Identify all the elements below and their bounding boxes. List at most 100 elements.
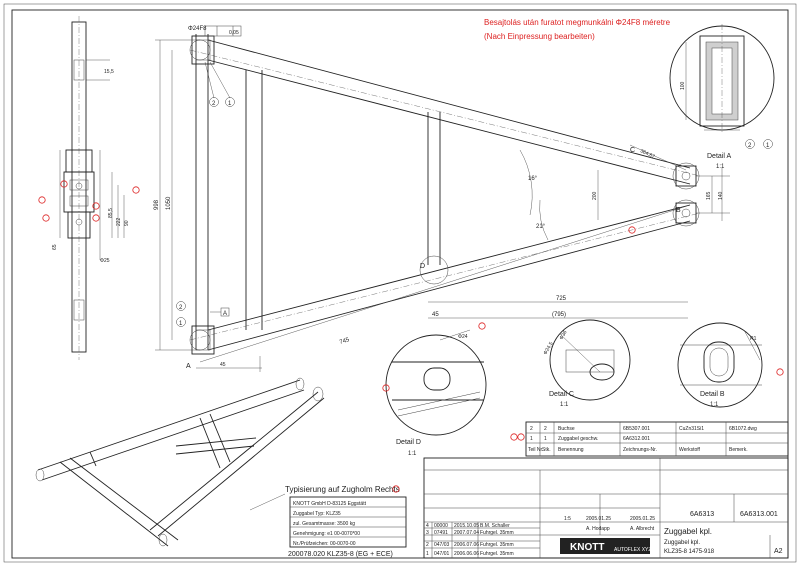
red-note-line2: (Nach Einpressung bearbeiten) <box>484 32 595 41</box>
company-logo-sub: AUTOFLEX XYZ <box>614 547 651 553</box>
view-marker-a: A <box>186 363 191 370</box>
tb-title: Zuggabel kpl. <box>664 527 712 536</box>
title-block: 4 00000 2015.10.05 B.M. Schaller 3 07491… <box>423 457 789 559</box>
detail-a-balloon-2: 2 <box>748 143 752 149</box>
svg-text:Φ24,5: Φ24,5 <box>543 341 555 356</box>
stamp-code: 200078.020 KLZ35-8 (EG + ECE) <box>288 551 393 558</box>
svg-text:65: 65 <box>52 244 58 250</box>
svg-text:85,5: 85,5 <box>108 208 114 218</box>
detail-b-scale: 1:1 <box>710 402 719 408</box>
pl-h-c4: Zeichnungs-Nr. <box>623 447 657 453</box>
tb-format: A2 <box>774 548 783 555</box>
detail-d-scale: 1:1 <box>408 451 417 457</box>
pl-r2-c1: 1 <box>530 436 533 442</box>
svg-text:15,5: 15,5 <box>104 69 114 75</box>
rev-1-c: 2006.06.06 <box>454 551 479 557</box>
rev-4-d: B.M. Schaller <box>480 523 510 529</box>
detail-c-view: Φ24,5 Φ36 Detail C 1:1 <box>543 319 631 408</box>
rev-2-c: 2006.07.06 <box>454 542 479 548</box>
tol-value: 0,05 <box>229 30 239 36</box>
tb-drawing-no-full: 6A6313.001 <box>740 511 778 518</box>
pl-r1-c2: 2 <box>544 426 547 432</box>
plate-line-2: Zuggabel Typ: KLZ35 <box>293 511 341 517</box>
svg-text:Φ25: Φ25 <box>100 258 110 264</box>
rev-4-b: 00000 <box>434 523 448 529</box>
tb-drawing-no: 6A6313 <box>690 511 714 518</box>
rev-2-d: Fuhrgel. 35mm <box>480 542 514 548</box>
tb-date1: 2005.01.25 <box>586 516 611 522</box>
detail-d-label: Detail D <box>396 439 421 446</box>
tb-name2: A. Albrecht <box>630 526 655 532</box>
dim-795: (795) <box>552 312 566 318</box>
pl-h-c3: Benennung <box>558 447 584 453</box>
detail-a-dim-100: 100 <box>680 81 686 90</box>
pl-r1-c4: 6B5307.001 <box>623 426 650 432</box>
main-view-frame: 2 1 2 1 Φ24F8 0,05 A A 725 (795) 745 364… <box>132 25 730 372</box>
rev-1-a: 1 <box>426 551 429 557</box>
svg-text:222: 222 <box>116 217 122 226</box>
detail-a-label: Detail A <box>707 153 731 160</box>
rev-4-a: 4 <box>426 523 429 529</box>
tb-subtitle: Zuggabel kpl. <box>664 540 700 546</box>
rev-3-d: Fuhrgel. 35mm <box>480 530 514 536</box>
dim-140: 140 <box>718 191 724 200</box>
marker-b: B <box>676 207 681 214</box>
detail-a-view: 100 2 1 Detail A 1:1 <box>669 24 775 170</box>
pl-h-c2: Stk. <box>542 447 551 453</box>
balloon-1b: 1 <box>179 321 183 327</box>
rev-3-b: 07491 <box>434 530 448 536</box>
svg-text:Φ36: Φ36 <box>559 330 569 341</box>
company-logo <box>560 538 650 554</box>
tb-date2: 2005.01.25 <box>630 516 655 522</box>
dim-angle-16: 16° <box>528 176 538 182</box>
tb-scale: 1:5 <box>564 516 571 522</box>
pl-r1-c6: 6B1072.dwg <box>729 426 757 432</box>
detail-c-scale: 1:1 <box>560 402 569 408</box>
pl-h-c1: Teil Nr. <box>528 447 543 453</box>
dim-725: 725 <box>556 296 567 302</box>
pl-h-c6: Bemerk. <box>729 447 748 453</box>
dim-165: 165 <box>706 191 712 200</box>
plate-line-4: Genehmigung: e1 00-0070*00 <box>293 531 360 537</box>
marker-d: D <box>420 263 425 270</box>
type-plate: KNOTT GmbH D-83125 Eggstätt Zuggabel Typ… <box>289 496 407 548</box>
dim-745: 745 <box>339 337 351 346</box>
detail-c-label: Detail C <box>549 391 574 398</box>
sheet-border-outer <box>3 3 797 563</box>
isometric-view <box>35 377 325 547</box>
dim-45b: 45 <box>220 362 226 368</box>
dim-angle-21: 21° <box>536 224 546 230</box>
rev-1-b: 047/01 <box>434 551 450 557</box>
svg-text:90: 90 <box>124 220 130 226</box>
side-view: 15,5 85,5 222 90 65 Φ25 <box>38 16 130 360</box>
typisierung-label: Typisierung auf Zugholm Rechts <box>285 485 400 494</box>
marker-c: C <box>630 147 635 154</box>
pl-r2-c3: Zuggabel geschw. <box>558 436 598 442</box>
rev-1-d: Fuhrgel. 35mm <box>480 551 514 557</box>
pl-r1-c3: Buchse <box>558 426 575 432</box>
plate-line-5: Nr./Prüfzeichen: 00-0070-00 <box>293 541 356 547</box>
parts-list: 2 2 Buchse 6B5307.001 CuZn31Si1 6B1072.d… <box>510 421 789 457</box>
balloon-2: 2 <box>212 101 216 107</box>
detail-b-view: R1 Detail B 1:1 <box>677 322 784 408</box>
detail-a-balloon-1: 1 <box>766 143 770 149</box>
pl-r2-c4: 6A6312.001 <box>623 436 650 442</box>
balloon-2b: 2 <box>179 305 183 311</box>
rev-2-a: 2 <box>426 542 429 548</box>
rev-4-c: 2015.10.05 <box>454 523 479 529</box>
red-note-line1: Besajtolás után furatot megmunkálni Φ24F… <box>484 18 671 27</box>
balloon-1: 1 <box>228 101 232 107</box>
datum-a: A <box>223 311 227 317</box>
plate-line-3: zul. Gesamtmasse: 3500 kg <box>293 521 355 527</box>
pl-h-c5: Werkstoff <box>679 447 701 453</box>
dim-phi24: Φ24F8 <box>188 26 207 32</box>
detail-a-scale: 1:1 <box>716 164 725 170</box>
dim-364: 364,67 <box>639 148 656 160</box>
tb-name1: A. Hodapp <box>586 526 610 532</box>
plate-line-1: KNOTT GmbH D-83125 Eggstätt <box>293 501 367 507</box>
dim-1050: 1050 <box>166 196 172 210</box>
sheet-border-inner <box>11 9 789 559</box>
pl-r1-c5: CuZn31Si1 <box>679 426 704 432</box>
company-logo-text: KNOTT <box>570 542 604 553</box>
